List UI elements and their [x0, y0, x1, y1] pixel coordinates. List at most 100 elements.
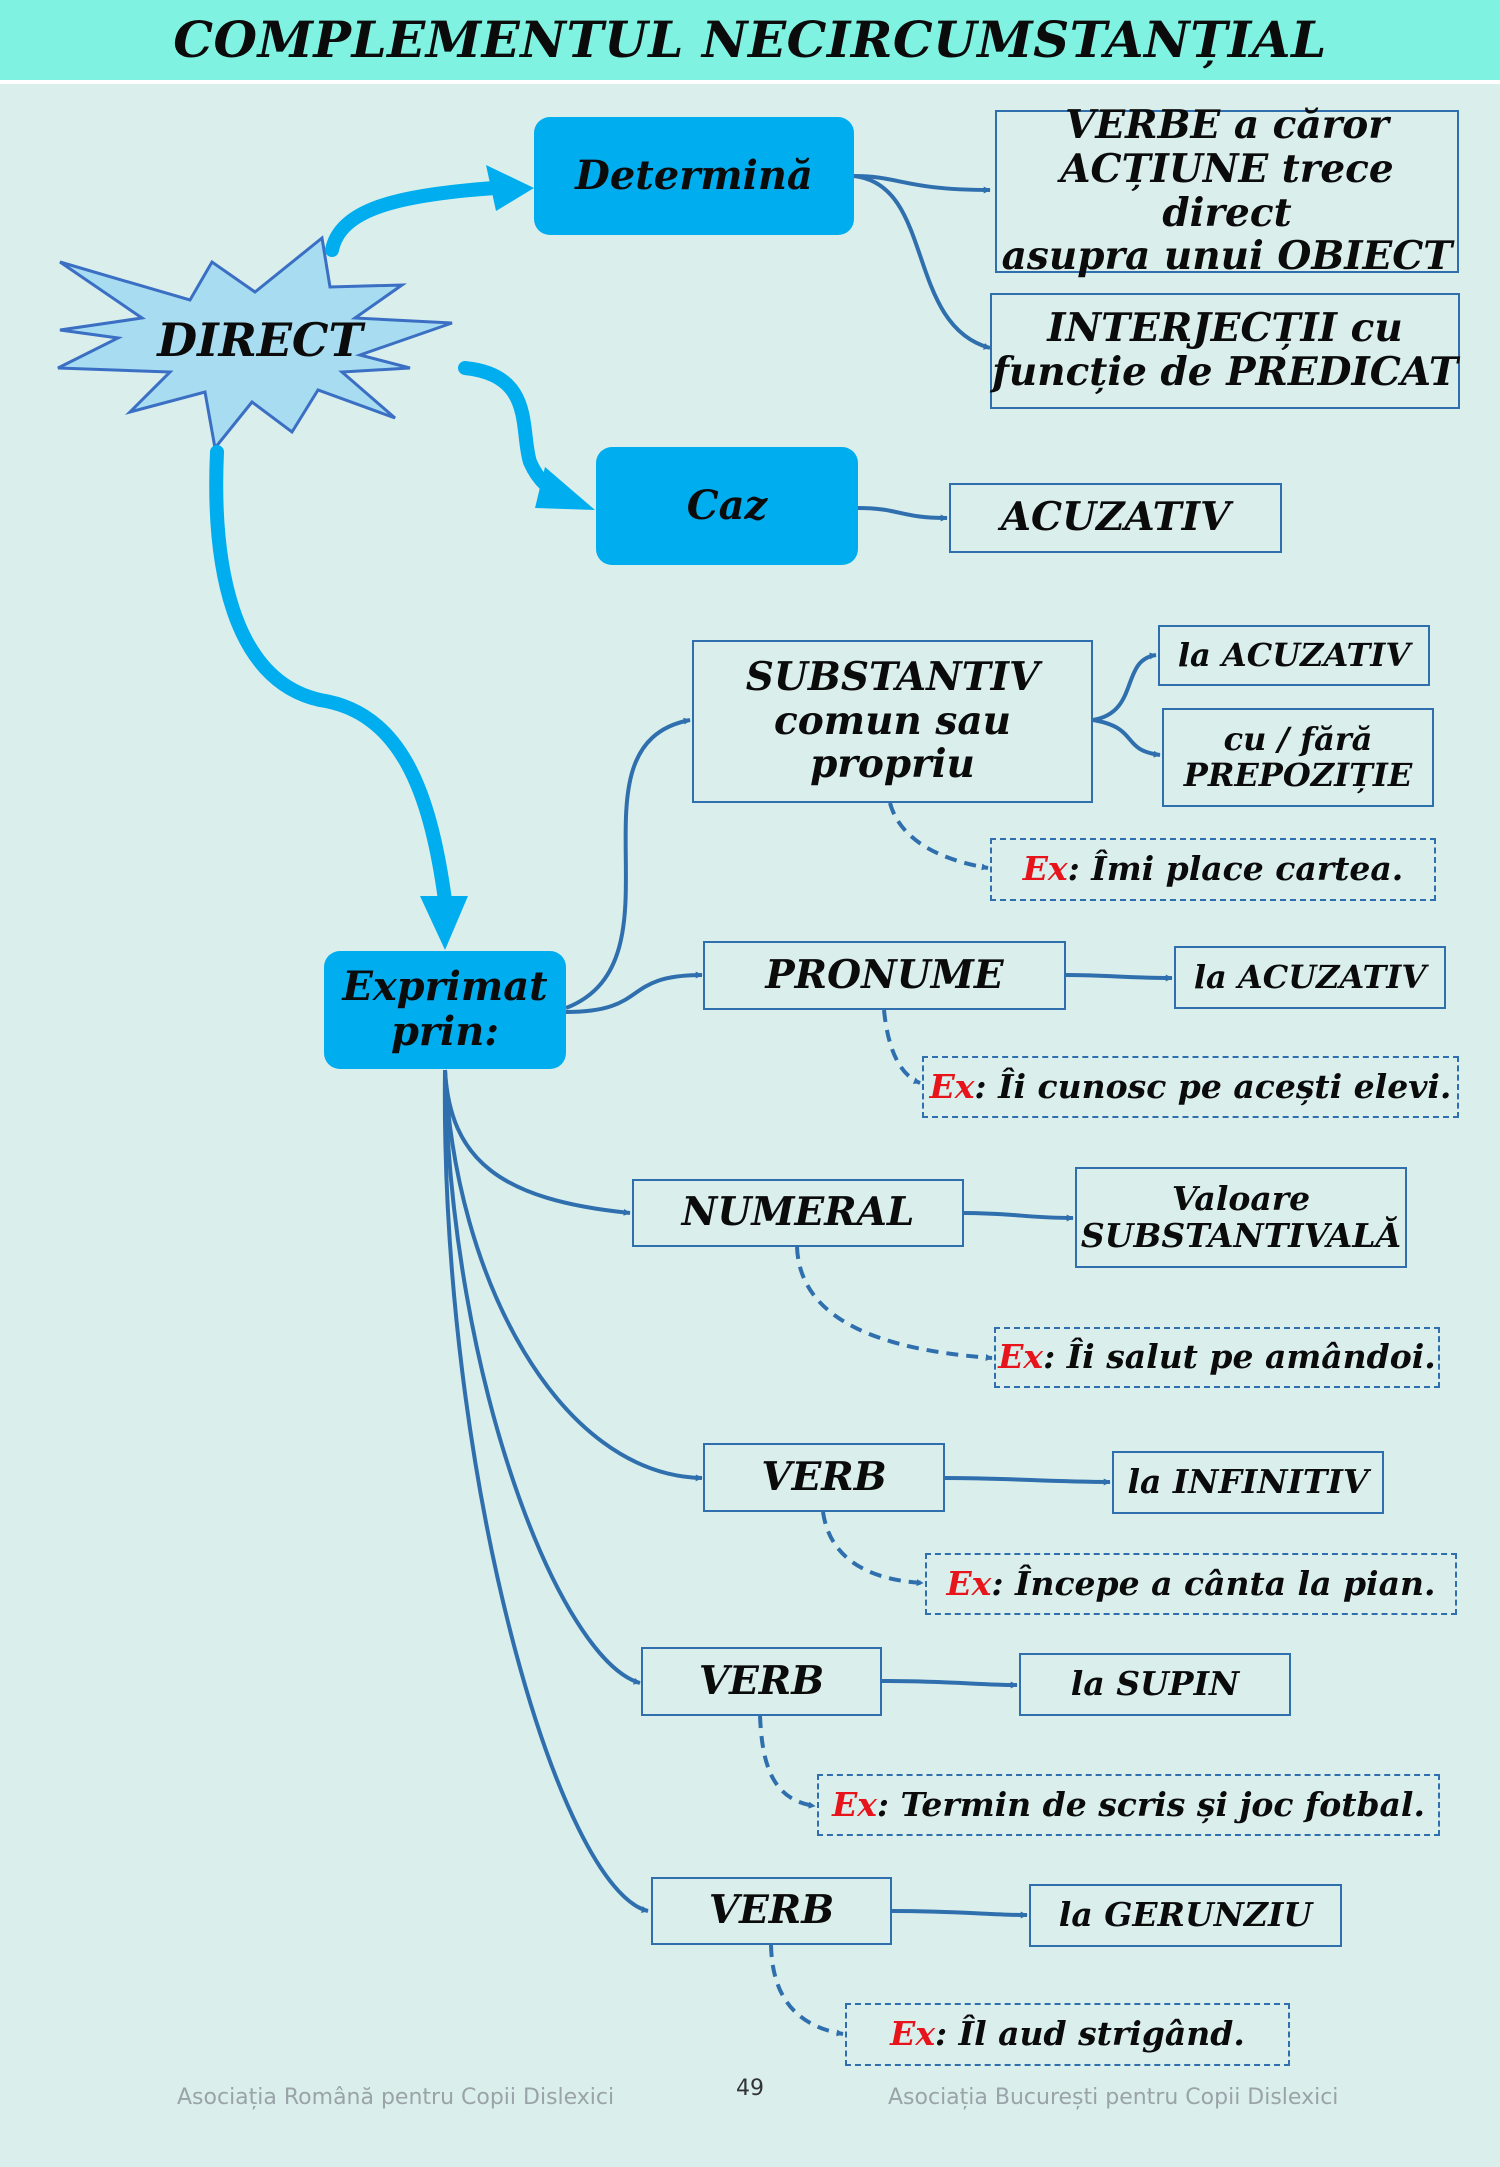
- box-substantiv-prepozitie: cu / fără PREPOZIȚIE: [1162, 708, 1434, 807]
- box-substantiv-acuzativ-label: la ACUZATIV: [1177, 635, 1411, 674]
- box-verb-infinitiv-label: VERB: [761, 1453, 887, 1500]
- example-verb-supin-text: : Termin de scris și joc fotbal.: [876, 1784, 1425, 1824]
- title-bar: COMPLEMENTUL NECIRCUMSTANȚIAL: [0, 0, 1500, 84]
- box-numeral-valoare-line-2: SUBSTANTIVALĂ: [1080, 1215, 1402, 1255]
- example-verb-infinitiv-key: Ex: [946, 1563, 992, 1603]
- box-substantiv-prepozitie-line-1: cu / fără: [1223, 719, 1373, 758]
- example-verb-gerunziu-key: Ex: [890, 2014, 935, 2054]
- box-verb-infinitiv: VERB: [703, 1443, 945, 1512]
- page-title: COMPLEMENTUL NECIRCUMSTANȚIAL: [173, 10, 1327, 69]
- hub-determina: Determină: [534, 117, 854, 235]
- box-numeral-label: NUMERAL: [681, 1189, 915, 1236]
- connector-exprimat-to-verb-gerunziu: [442, 1069, 649, 1913]
- connector-direct-to-exprimat: [209, 445, 452, 907]
- box-infinitiv: la INFINITIV: [1112, 1451, 1384, 1514]
- box-substantiv-line-3: propriu: [810, 741, 975, 788]
- box-interjectii-line-2: funcție de PREDICAT: [992, 349, 1458, 395]
- connector-substantiv-to-example: [888, 802, 989, 871]
- arrowhead-caz: [535, 467, 595, 510]
- box-verb-supin-label: VERB: [698, 1657, 825, 1704]
- connector-numeral-to-example: [795, 1246, 993, 1362]
- box-pronume-label: PRONUME: [765, 951, 1004, 998]
- connector-verb-supin-to-detail: [881, 1679, 1018, 1689]
- box-verb-gerunziu: VERB: [651, 1877, 892, 1945]
- box-supin: la SUPIN: [1019, 1653, 1291, 1716]
- direct-starburst: [57, 235, 453, 452]
- example-substantiv-text: : Îmi place cartea.: [1067, 849, 1404, 889]
- box-caz-acuzativ-label: ACUZATIV: [1000, 494, 1231, 541]
- example-numeral-text: : Îi salut pe amândoi.: [1043, 1337, 1436, 1377]
- box-substantiv-line-1: SUBSTANTIV: [745, 653, 1040, 700]
- footer-right-organization: Asociația București pentru Copii Dislexi…: [888, 2085, 1339, 2110]
- connector-exprimat-to-substantiv: [565, 717, 691, 1010]
- box-substantiv-acuzativ: la ACUZATIV: [1158, 625, 1430, 686]
- hub-caz: Caz: [596, 447, 858, 565]
- box-gerunziu-label: la GERUNZIU: [1058, 1895, 1313, 1935]
- box-substantiv: SUBSTANTIV comun sau propriu: [692, 640, 1093, 803]
- example-substantiv: Ex: Îmi place cartea.: [990, 838, 1436, 901]
- connector-determina-to-interjectii: [853, 174, 991, 350]
- example-verb-gerunziu-text: : Îl aud strigând.: [935, 2014, 1245, 2054]
- box-numeral-valoare: Valoare SUBSTANTIVALĂ: [1075, 1167, 1407, 1268]
- example-numeral-key: Ex: [998, 1337, 1044, 1377]
- connector-exprimat-to-pronume: [565, 971, 703, 1014]
- connector-verb-infinitiv-to-example: [821, 1511, 924, 1587]
- connector-exprimat-to-verb-supin: [443, 1069, 641, 1685]
- connector-pronume-to-acuzativ: [1065, 973, 1173, 982]
- box-substantiv-line-2: comun sau: [774, 697, 1011, 744]
- footer-left-organization: Asociația Română pentru Copii Dislexici: [177, 2085, 615, 2110]
- connector-exprimat-to-verb-infinitiv: [443, 1069, 703, 1482]
- example-verb-infinitiv: Ex: Începe a cânta la pian.: [925, 1553, 1457, 1615]
- box-numeral-valoare-line-1: Valoare: [1171, 1178, 1311, 1218]
- connector-verb-gerunziu-to-example: [769, 1944, 844, 2037]
- box-substantiv-prepozitie-line-2: PREPOZIȚIE: [1183, 755, 1413, 794]
- footer-page-number: 49: [736, 2076, 764, 2101]
- hub-exprimat: Exprimat prin:: [324, 951, 566, 1069]
- connector-caz-to-acuzativ: [857, 506, 948, 522]
- box-verbe-line-2: ACȚIUNE trece direct: [1060, 145, 1394, 236]
- box-supin-label: la SUPIN: [1070, 1664, 1240, 1704]
- hub-caz-label: Caz: [686, 481, 768, 529]
- connector-pronume-to-example: [882, 1009, 921, 1085]
- example-pronume-key: Ex: [929, 1066, 975, 1106]
- connector-substantiv-to-prepozitie: [1092, 718, 1161, 758]
- connector-exprimat-to-numeral: [443, 1069, 631, 1216]
- connector-direct-to-determina: [325, 181, 502, 257]
- box-pronume-acuzativ: la ACUZATIV: [1174, 946, 1446, 1009]
- example-verb-supin-key: Ex: [832, 1784, 877, 1824]
- box-interjectii-line-1: INTERJECȚII cu: [1047, 305, 1403, 352]
- hub-exprimat-line-1: Exprimat: [342, 963, 548, 1011]
- root-label-direct: DIRECT: [157, 313, 363, 367]
- box-verbe-actiune: VERBE a căror ACȚIUNE trece direct asupr…: [995, 103, 1459, 278]
- example-pronume-text: : Îi cunosc pe acești elevi.: [974, 1066, 1452, 1106]
- box-gerunziu: la GERUNZIU: [1029, 1884, 1342, 1947]
- connector-numeral-to-valoare: [963, 1211, 1074, 1222]
- connector-verb-infinitiv-to-detail: [944, 1476, 1111, 1486]
- box-verb-gerunziu-label: VERB: [708, 1887, 835, 1934]
- box-verbe-line-1: VERBE a căror: [1065, 102, 1389, 149]
- box-verbe-line-3: asupra unui OBIECT: [1001, 233, 1453, 280]
- connector-determina-to-verbe: [853, 174, 991, 194]
- box-caz-acuzativ: ACUZATIV: [949, 483, 1282, 553]
- box-verb-supin: VERB: [641, 1647, 882, 1716]
- box-infinitiv-label: la INFINITIV: [1127, 1462, 1369, 1502]
- example-numeral: Ex: Îi salut pe amândoi.: [994, 1327, 1440, 1388]
- arrowhead-exprimat: [420, 896, 468, 950]
- example-verb-supin: Ex: Termin de scris și joc fotbal.: [817, 1774, 1440, 1836]
- box-interjectii: INTERJECȚII cu funcție de PREDICAT: [990, 293, 1460, 409]
- example-substantiv-key: Ex: [1022, 849, 1068, 889]
- arrowhead-determina: [486, 165, 534, 211]
- example-verb-gerunziu: Ex: Îl aud strigând.: [845, 2003, 1290, 2066]
- example-pronume: Ex: Îi cunosc pe acești elevi.: [922, 1056, 1459, 1118]
- connector-substantiv-to-acuzativ: [1092, 652, 1157, 722]
- box-pronume-acuzativ-label: la ACUZATIV: [1193, 957, 1427, 996]
- hub-exprimat-line-2: prin:: [390, 1008, 500, 1055]
- box-numeral: NUMERAL: [632, 1179, 964, 1247]
- hub-determina-label: Determină: [575, 151, 813, 199]
- connector-verb-supin-to-example: [758, 1715, 816, 1809]
- example-verb-infinitiv-text: : Începe a cânta la pian.: [991, 1563, 1436, 1603]
- connector-verb-gerunziu-to-detail: [891, 1909, 1028, 1919]
- box-pronume: PRONUME: [703, 941, 1066, 1010]
